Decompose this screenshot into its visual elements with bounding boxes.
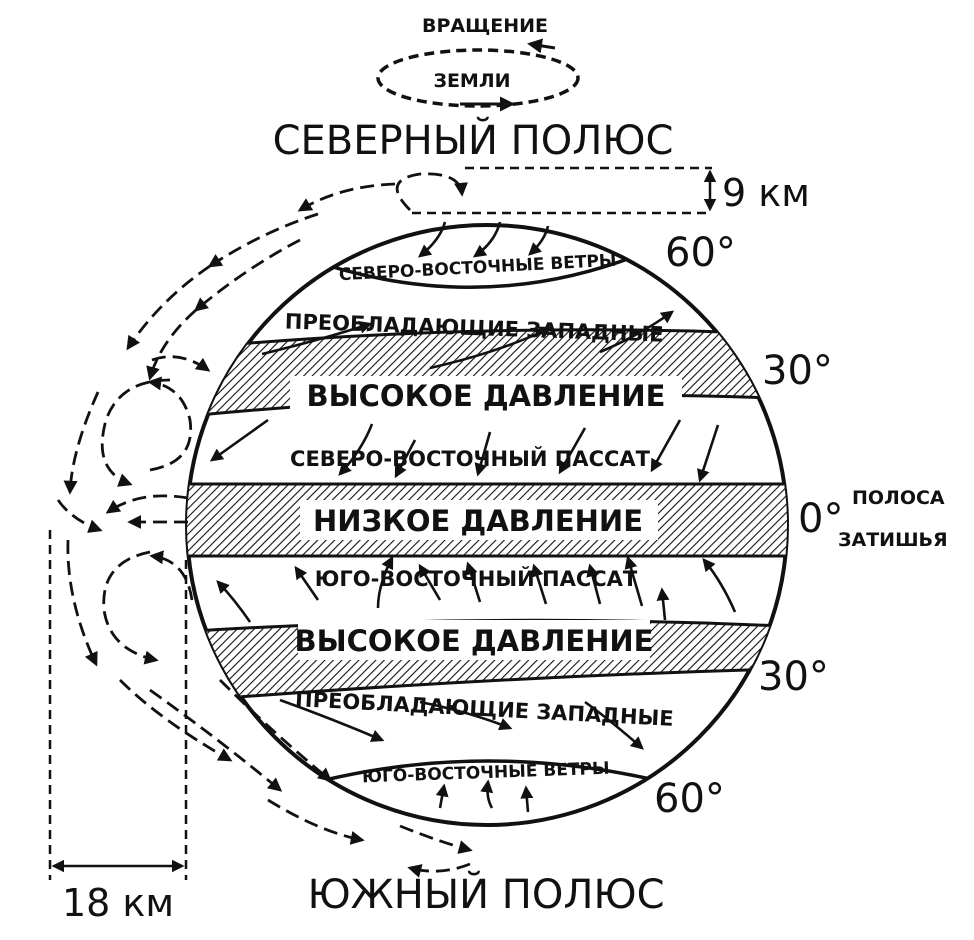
wind-arrow-icon xyxy=(584,700,644,750)
wind-arrow-icon xyxy=(429,326,553,370)
north-high-label-bg xyxy=(290,376,682,416)
wind-arrow-icon xyxy=(419,700,513,731)
circulation-arrow-icon xyxy=(297,182,396,212)
wind-arrow-icon xyxy=(216,580,252,623)
wind-arrow-icon xyxy=(650,419,682,473)
circulation-arrow-icon xyxy=(193,238,301,312)
wind-arrow-icon xyxy=(472,221,502,258)
circulation-arrow-icon xyxy=(100,378,171,487)
wind-arrow-icon xyxy=(528,225,550,256)
surface-wind-arrows xyxy=(209,221,737,813)
wind-arrow-icon xyxy=(338,423,374,476)
circulation-arrow-icon xyxy=(207,212,319,268)
wind-arrow-icon xyxy=(261,320,373,356)
circulation-arrow-icon xyxy=(66,539,98,667)
latitude-north-60: 60° xyxy=(665,230,736,276)
latitude-south-60: 60° xyxy=(654,776,725,822)
latitude-north-30: 30° xyxy=(762,348,833,394)
wind-arrow-icon xyxy=(697,424,720,483)
wind-arrow-icon xyxy=(702,557,737,613)
circulation-arrows xyxy=(56,172,473,878)
wind-arrow-icon xyxy=(279,698,385,742)
south-60-parallel xyxy=(324,759,656,782)
wind-arrow-icon xyxy=(558,427,587,475)
latitude-south-30: 30° xyxy=(758,654,829,700)
north-trade-wind-label: СЕВЕРО-ВОСТОЧНЫЙ ПАССАТ xyxy=(290,446,651,471)
circulation-arrow-icon xyxy=(119,679,233,762)
equator-low-label-bg xyxy=(300,500,658,540)
wind-arrow-icon xyxy=(656,587,670,621)
wind-arrow-icon xyxy=(464,561,482,603)
south-high-label-bg xyxy=(298,620,650,660)
latitude-equator: 0° xyxy=(798,496,843,542)
wind-arrow-icon xyxy=(474,431,492,477)
equator-low-pressure-label: НИЗКОЕ ДАВЛЕНИЕ xyxy=(313,504,643,538)
calm-belt-label-line1: ПОЛОСА xyxy=(852,487,945,509)
rotation-label-bottom: ЗЕМЛИ xyxy=(433,70,510,92)
circulation-arrow-icon xyxy=(267,798,365,845)
equator-height-dimension xyxy=(48,530,188,880)
wind-arrow-icon xyxy=(520,785,534,813)
circulation-arrow-icon xyxy=(63,391,100,495)
wind-arrow-icon xyxy=(586,563,602,605)
wind-arrow-icon xyxy=(435,783,449,809)
wind-arrow-icon xyxy=(624,555,644,607)
wind-arrow-icon xyxy=(376,555,394,609)
wind-arrow-icon xyxy=(417,221,447,258)
south-pole-label: ЮЖНЫЙ ПОЛЮС xyxy=(307,870,664,918)
wind-arrow-icon xyxy=(394,439,417,479)
circulation-arrow-icon xyxy=(146,308,197,381)
circulation-arrow-icon xyxy=(105,494,189,514)
north-height-label: 9 км xyxy=(722,171,810,215)
circulation-arrow-icon xyxy=(56,499,103,533)
circulation-arrow-icon xyxy=(407,862,471,878)
circulation-arrow-icon xyxy=(147,376,193,472)
circulation-arrow-icon xyxy=(149,550,194,601)
circulation-arrow-icon xyxy=(102,550,159,665)
north-high-pressure-label: ВЫСОКОЕ ДАВЛЕНИЕ xyxy=(307,379,666,413)
rotation-icon xyxy=(376,38,580,112)
circulation-arrow-icon xyxy=(399,824,473,854)
circulation-arrow-icon xyxy=(395,172,468,211)
north-60-parallel xyxy=(304,244,661,289)
wind-arrow-icon xyxy=(294,565,320,601)
circulation-arrow-icon xyxy=(151,355,211,372)
north-height-dimension xyxy=(412,166,717,215)
rotation-label-top: ВРАЩЕНИЕ xyxy=(422,15,548,37)
wind-arrow-icon xyxy=(418,563,442,601)
north-pole-label: СЕВЕРНЫЙ ПОЛЮС xyxy=(273,116,674,164)
calm-belt-label-line2: ЗАТИШЬЯ xyxy=(838,529,948,551)
wind-arrow-icon xyxy=(530,563,548,605)
wind-arrow-icon xyxy=(209,418,269,462)
wind-arrow-icon xyxy=(480,779,494,809)
circulation-arrow-icon xyxy=(126,264,211,351)
equator-height-label: 18 км xyxy=(62,881,174,925)
circulation-arrow-icon xyxy=(219,679,333,782)
south-high-pressure-label: ВЫСОКОЕ ДАВЛЕНИЕ xyxy=(295,624,654,658)
wind-arrow-icon xyxy=(599,310,675,354)
